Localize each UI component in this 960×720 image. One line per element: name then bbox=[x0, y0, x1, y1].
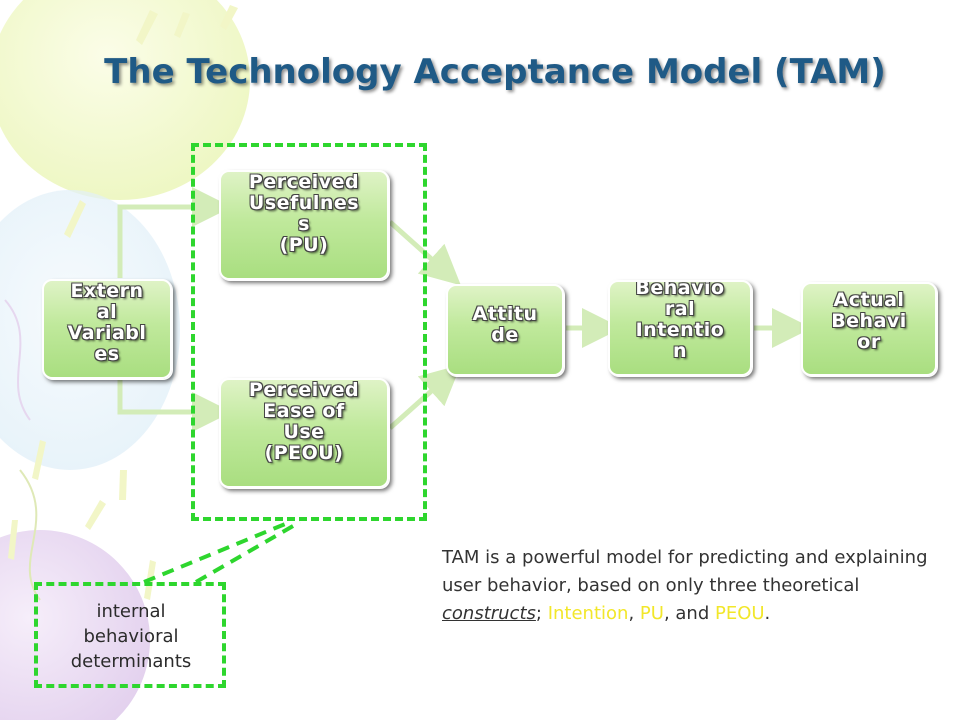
determinants-label-box bbox=[34, 582, 226, 688]
node-behavioral-intention[interactable]: Behavio ral Intentio n bbox=[608, 280, 752, 376]
node-perceived-ease-of-use[interactable]: Perceived Ease of Use (PEOU) bbox=[219, 378, 389, 488]
node-perceived-usefulness[interactable]: Perceived Usefulnes s (PU) bbox=[219, 170, 389, 280]
node-perceived-usefulness-label: Perceived Usefulnes s (PU) bbox=[248, 171, 360, 256]
node-attitude[interactable]: Attitu de bbox=[446, 284, 564, 376]
node-actual-behavior-label: Actual Behavi or bbox=[831, 289, 907, 353]
highlight-peou: PEOU bbox=[714, 603, 765, 624]
node-perceived-ease-of-use-label: Perceived Ease of Use (PEOU) bbox=[248, 379, 360, 464]
highlight-intention: Intention bbox=[547, 603, 629, 624]
highlight-pu: PU bbox=[639, 603, 664, 624]
balloon-yellow bbox=[0, 0, 250, 200]
page-title: The Technology Acceptance Model (TAM) bbox=[104, 52, 886, 92]
node-attitude-label: Attitu de bbox=[472, 303, 538, 346]
node-behavioral-intention-label: Behavio ral Intentio n bbox=[635, 280, 725, 362]
internal-determinants-group bbox=[191, 143, 427, 521]
determinants-label: internal behavioral determinants bbox=[70, 600, 192, 672]
description-text: TAM is a powerful model for predicting a… bbox=[442, 547, 928, 624]
node-actual-behavior[interactable]: Actual Behavi or bbox=[801, 282, 937, 376]
node-external-variables-label: Extern al Variabl es bbox=[67, 280, 147, 365]
node-external-variables[interactable]: Extern al Variabl es bbox=[42, 279, 172, 379]
constructs-link[interactable]: constructs bbox=[442, 603, 536, 624]
